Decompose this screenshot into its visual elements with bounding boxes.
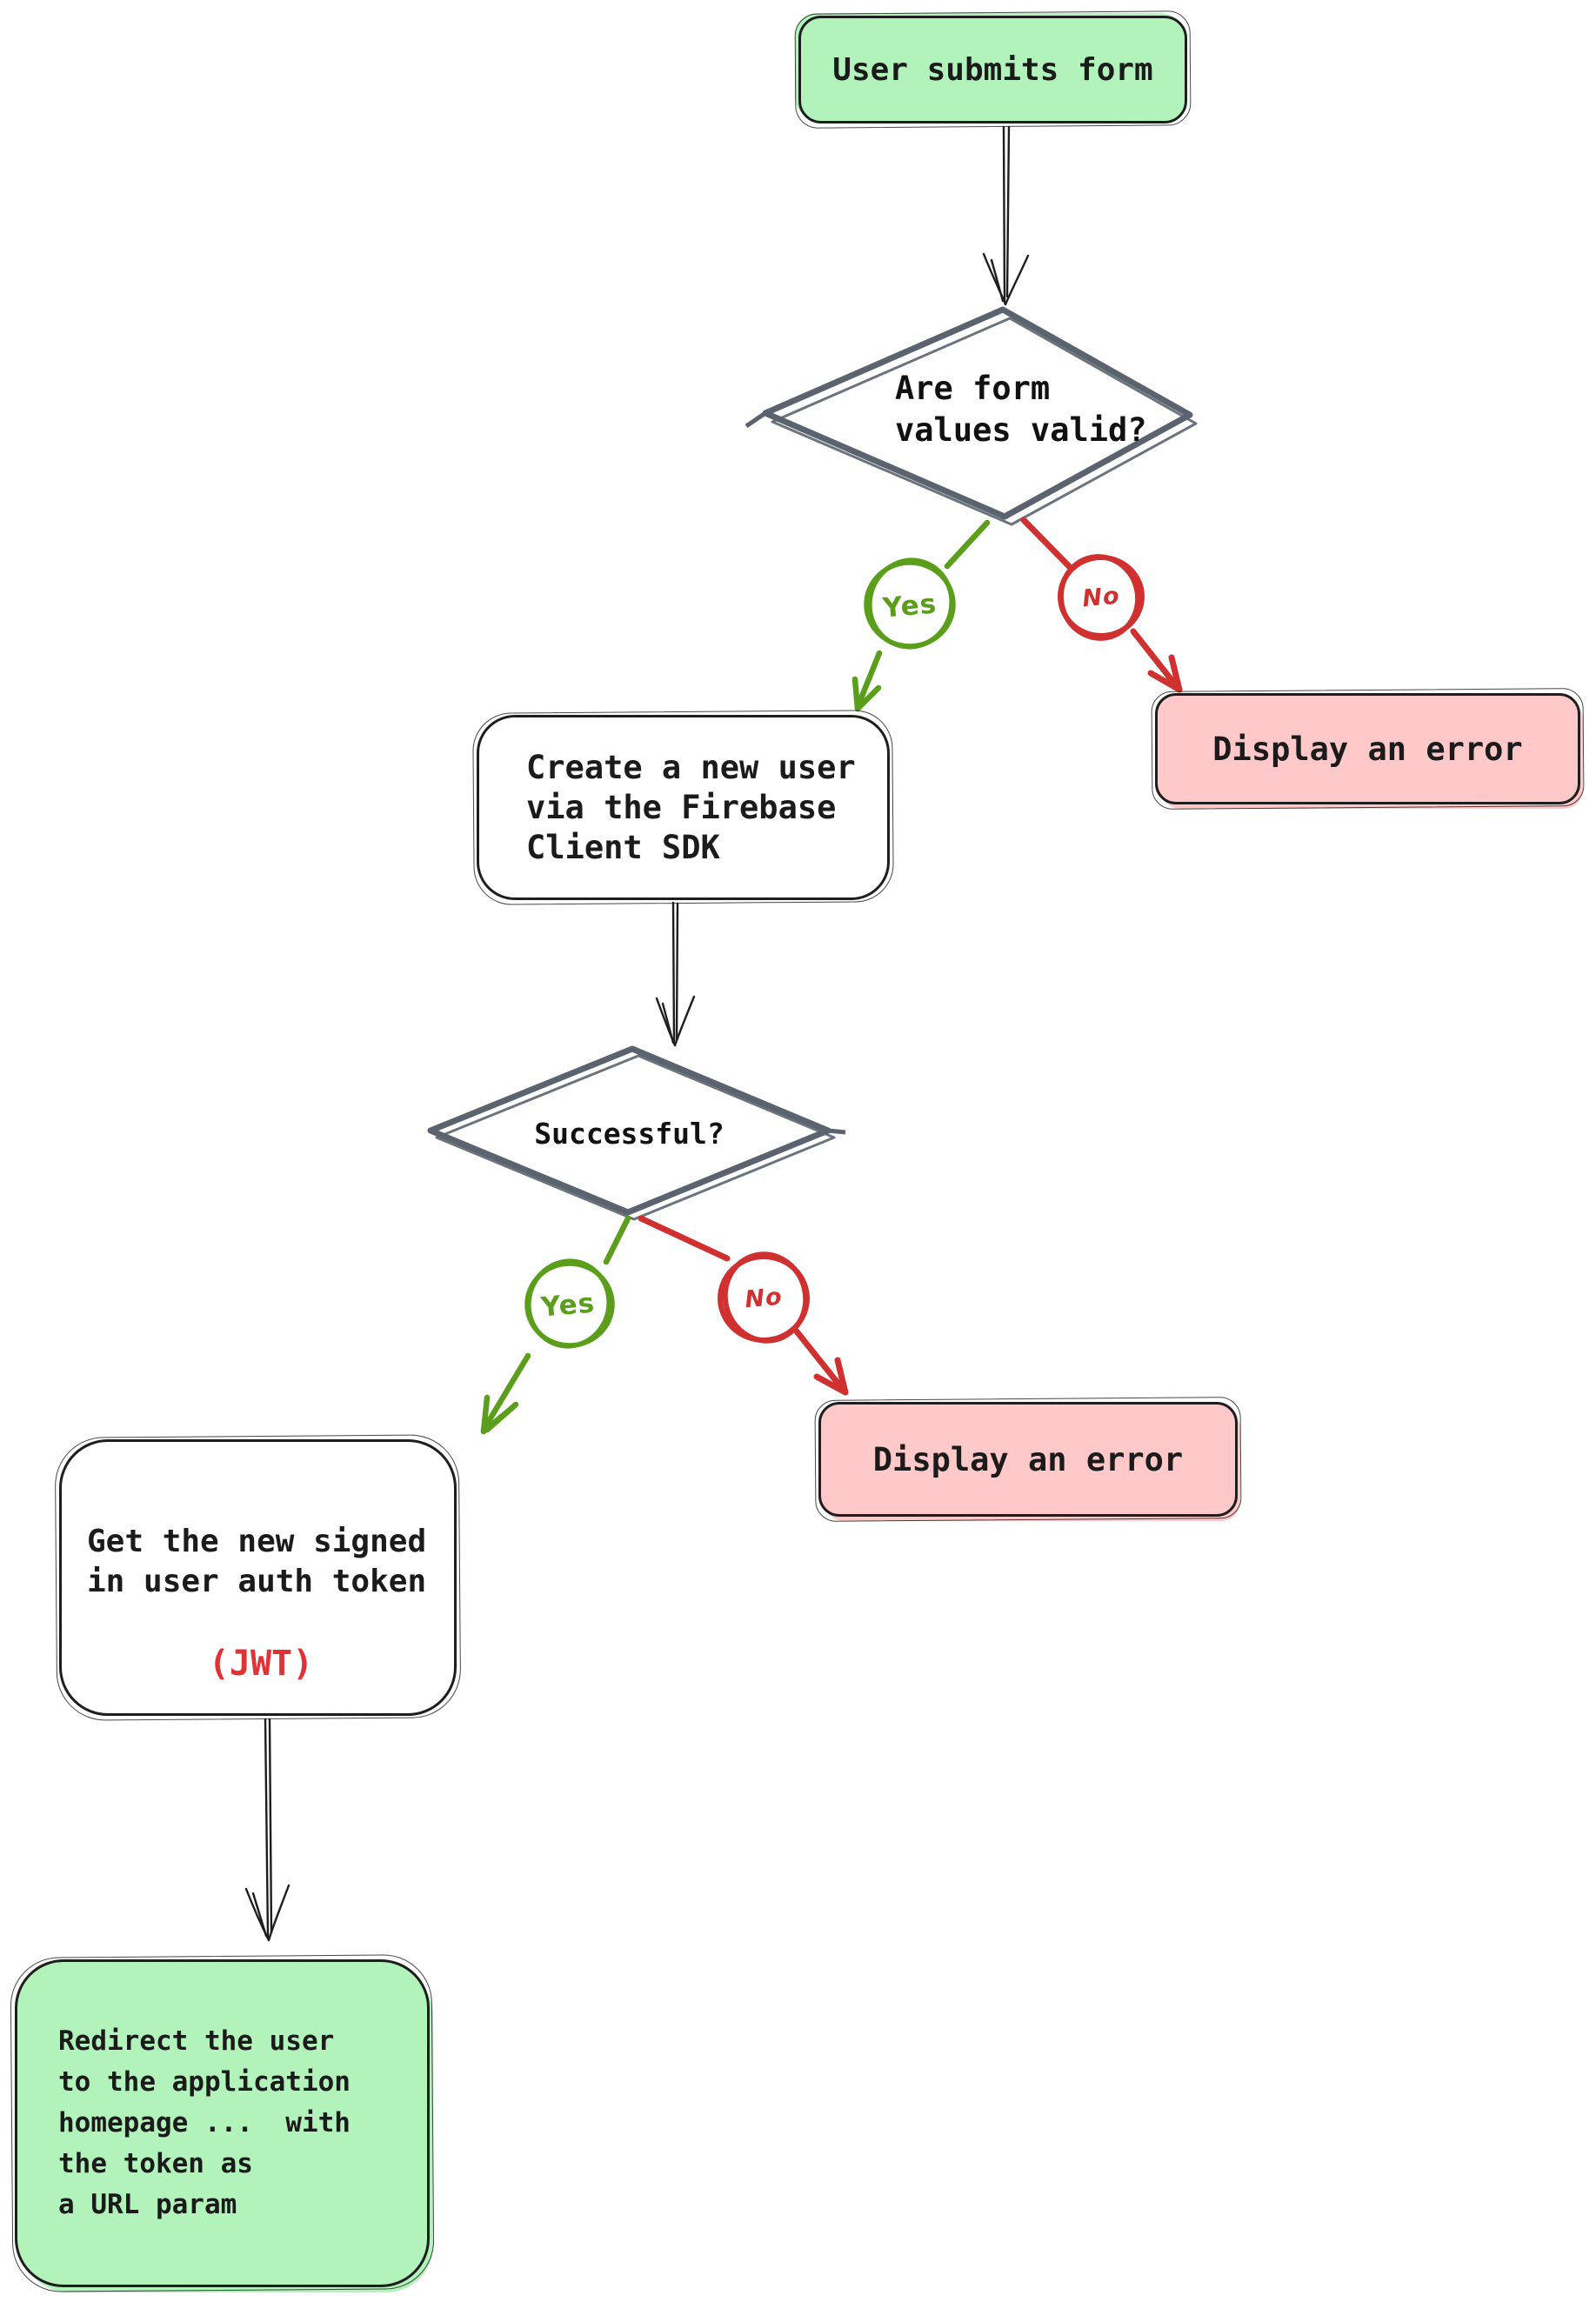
- arrow-create-to-success-decision: [655, 901, 696, 1047]
- node-get-auth-token-line: Get the new signed: [87, 1524, 427, 1559]
- edge-valid-yes-circle: [864, 557, 956, 650]
- edge-valid-yes: [851, 519, 991, 712]
- decision-line: values valid?: [895, 411, 1147, 449]
- edge-label-valid-yes: Yes: [881, 588, 938, 624]
- node-redirect-user-line: homepage ... with: [58, 2107, 351, 2139]
- node-get-auth-token: Get the new signed in user auth token (J…: [59, 1439, 457, 1716]
- edge-label-success-yes: Yes: [539, 1287, 597, 1324]
- valid-decision-diamond: [745, 306, 1198, 526]
- node-user-submits-form-label: User submits form: [832, 51, 1153, 88]
- node-get-auth-token-line: in user auth token: [87, 1564, 427, 1599]
- edge-success-no-circle: [718, 1251, 810, 1344]
- node-create-user-line: Create a new user: [526, 748, 856, 786]
- node-display-error-bottom-label: Display an error: [872, 1440, 1184, 1478]
- arrow-token-to-redirect: [244, 1718, 290, 1942]
- node-redirect-user-line: a URL param: [58, 2189, 237, 2220]
- node-display-error-top: Display an error: [1155, 693, 1580, 804]
- edge-label-valid-no: No: [1081, 582, 1121, 613]
- edge-valid-no-circle: [1058, 554, 1145, 641]
- success-decision-diamond: [427, 1045, 846, 1221]
- jwt-highlight: (JWT): [208, 1644, 314, 1684]
- edge-valid-no: [1020, 517, 1183, 693]
- node-form-valid-decision-label: Are form values valid?: [895, 368, 1147, 451]
- node-create-user-line: via the Firebase: [526, 788, 837, 826]
- decision-line: Are form: [895, 370, 1051, 407]
- node-display-error-bottom: Display an error: [818, 1402, 1238, 1517]
- node-successful-decision-label: Successful?: [534, 1117, 725, 1151]
- node-redirect-user: Redirect the user to the application hom…: [15, 1959, 430, 2287]
- node-redirect-user-line: Redirect the user: [58, 2025, 335, 2057]
- node-user-submits-form: User submits form: [798, 16, 1187, 123]
- arrow-start-to-valid-decision: [982, 125, 1030, 306]
- node-create-user-line: Client SDK: [526, 828, 720, 866]
- node-display-error-top-label: Display an error: [1212, 730, 1523, 768]
- edge-success-no: [638, 1215, 849, 1396]
- edge-label-success-no: No: [744, 1283, 784, 1314]
- edge-success-yes: [480, 1215, 631, 1435]
- node-redirect-user-line: to the application: [58, 2066, 351, 2098]
- node-redirect-user-line: the token as: [58, 2148, 253, 2179]
- node-create-user: Create a new user via the Firebase Clien…: [477, 715, 890, 900]
- edge-success-yes-circle: [524, 1258, 615, 1349]
